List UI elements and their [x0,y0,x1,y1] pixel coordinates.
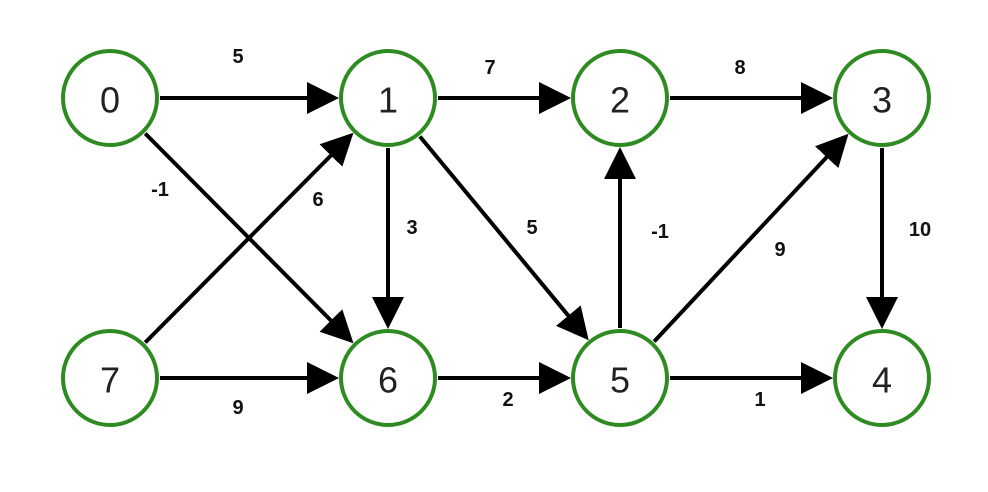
node-label-1: 1 [378,80,398,121]
node-4: 4 [833,329,931,427]
node-circle-3 [833,49,931,147]
edge-weight-7-to-6: 9 [232,397,243,419]
node-label-2: 2 [610,80,630,121]
edge-5-to-3 [652,133,849,343]
edge-weight-1-to-6: 3 [406,217,417,239]
edge-weight-1-to-2: 7 [484,57,495,79]
edge-weight-5-to-2: -1 [651,221,669,243]
edge-weight-7-to-1: 6 [312,189,323,211]
nodes-layer: 0 1 2 3 7 6 5 4 [61,49,931,427]
node-3: 3 [833,49,931,147]
node-label-7: 7 [100,360,120,401]
node-2: 2 [571,49,669,147]
edge-1-to-5 [418,135,589,341]
node-label-3: 3 [872,80,892,121]
node-label-0: 0 [100,80,120,121]
node-circle-1 [339,49,437,147]
edge-weight-5-to-3: 9 [774,239,785,261]
edge-weight-0-to-1: 5 [232,46,243,68]
node-label-6: 6 [378,360,398,401]
edge-weight-0-to-6: -1 [151,179,169,201]
node-circle-2 [571,49,669,147]
node-0: 0 [61,49,159,147]
node-7: 7 [61,329,159,427]
edge-7-to-1 [143,132,354,344]
node-circle-6 [339,329,437,427]
node-label-5: 5 [610,360,630,401]
weights-layer: 5 -1 7 3 5 8 10 6 9 2 -1 9 1 [151,46,931,419]
edge-weight-6-to-5: 2 [502,389,513,411]
node-circle-0 [61,49,159,147]
node-5: 5 [571,329,669,427]
node-circle-5 [571,329,669,427]
edge-weight-5-to-4: 1 [754,389,765,411]
node-circle-7 [61,329,159,427]
node-1: 1 [339,49,437,147]
node-label-4: 4 [872,360,892,401]
node-circle-4 [833,329,931,427]
edge-weight-1-to-5: 5 [526,217,537,239]
edge-weight-3-to-4: 10 [909,219,931,241]
edges-layer [143,82,898,394]
node-6: 6 [339,329,437,427]
edge-weight-2-to-3: 8 [734,57,745,79]
